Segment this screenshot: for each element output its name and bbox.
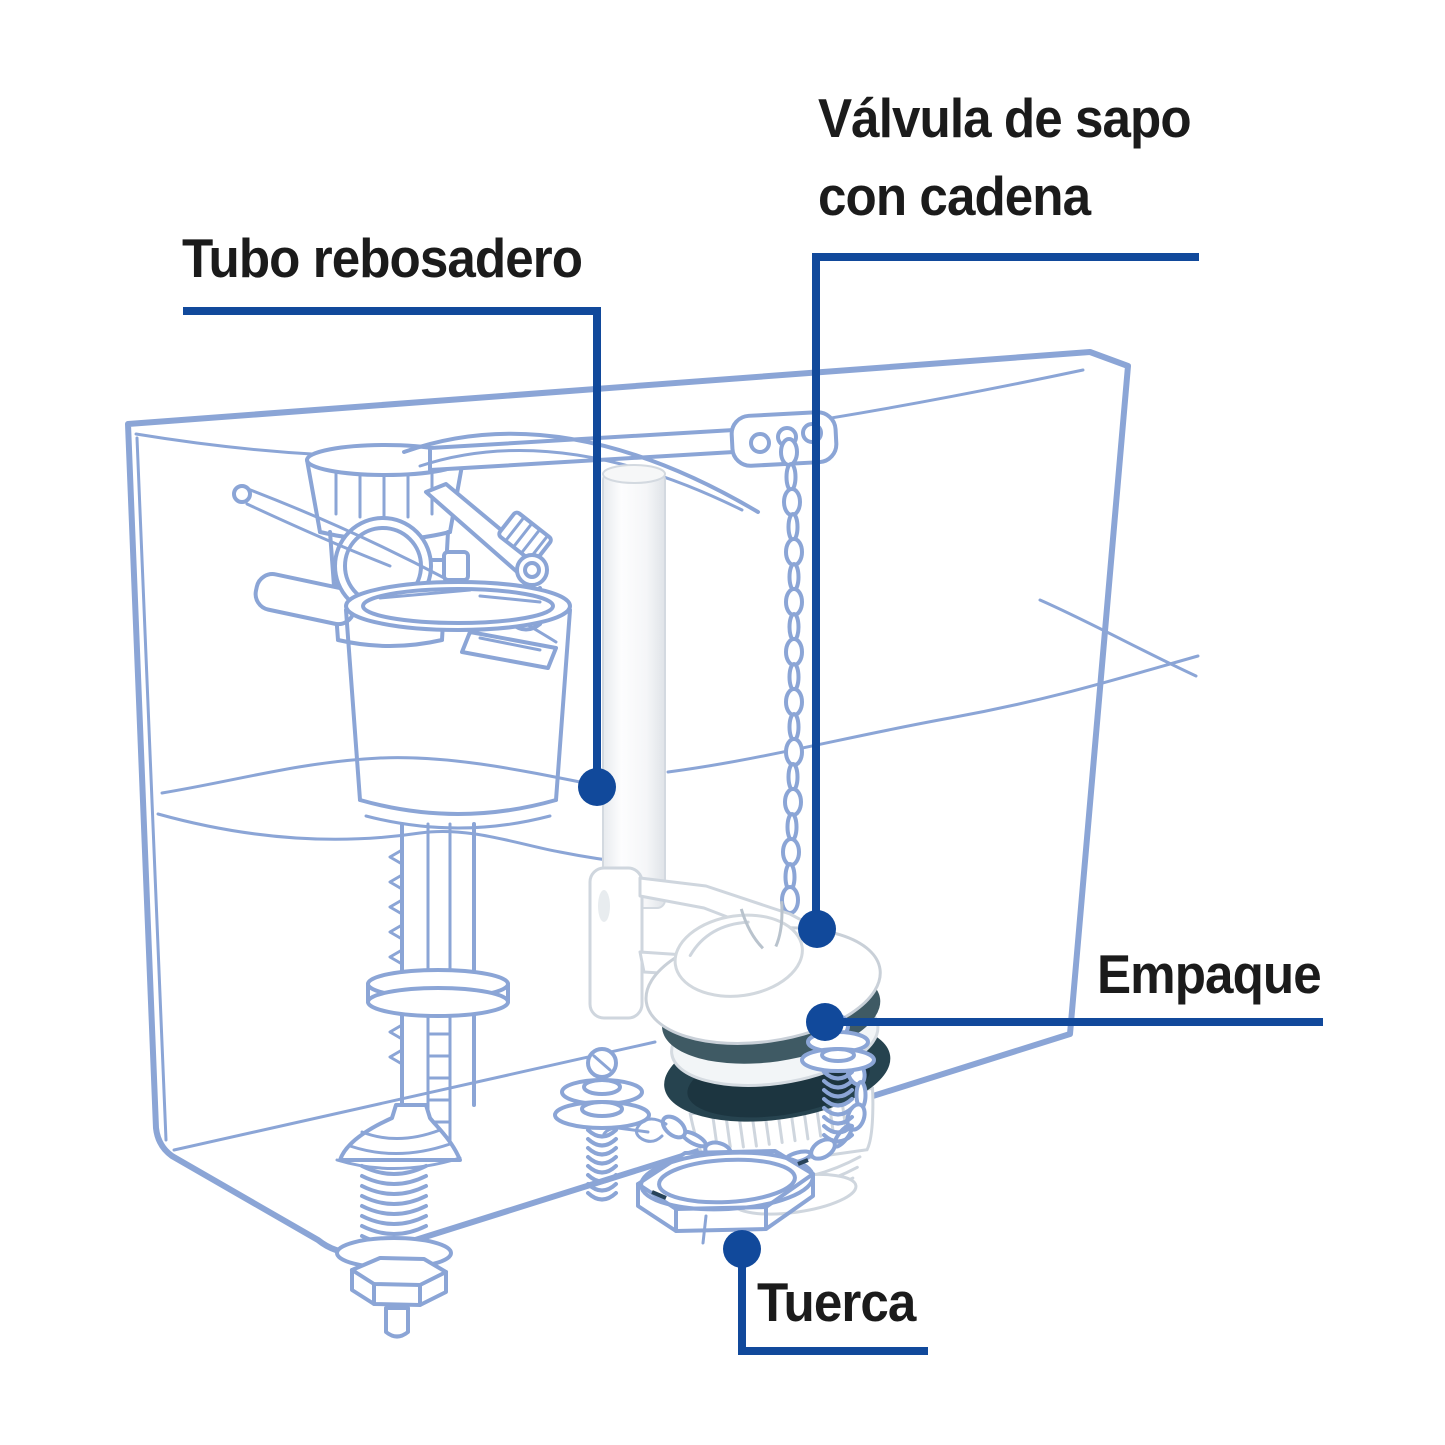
label-tubo-rebosadero: Tubo rebosadero (182, 227, 583, 289)
fill-valve (232, 443, 572, 1339)
label-empaque: Empaque (1097, 943, 1322, 1005)
hex-nut (636, 1149, 815, 1245)
chain (779, 437, 804, 915)
label-tuerca: Tuerca (757, 1271, 916, 1333)
refill-dome-arc (402, 431, 760, 514)
label-valvula-de-sapo: Válvula de sapo con cadena (818, 79, 1192, 235)
connector-tuerca (738, 1249, 928, 1355)
tube-clip (588, 866, 644, 1020)
connector-dot-tubo (578, 768, 616, 806)
water-line (156, 598, 1200, 866)
connector-dot-valvula (798, 910, 836, 948)
bolt-left (553, 1047, 651, 1202)
overflow-tube (602, 464, 666, 909)
label-valvula-line1: Válvula de sapo (818, 87, 1192, 149)
flush-lever-arm (428, 410, 839, 472)
label-valvula-line2: con cadena (818, 165, 1091, 228)
connector-dot-empaque (806, 1003, 844, 1041)
connector-dot-tuerca (723, 1230, 761, 1268)
connector-valvula (812, 253, 1199, 929)
label-connectors (183, 253, 1323, 1355)
connector-tubo-rebosadero (183, 307, 601, 787)
